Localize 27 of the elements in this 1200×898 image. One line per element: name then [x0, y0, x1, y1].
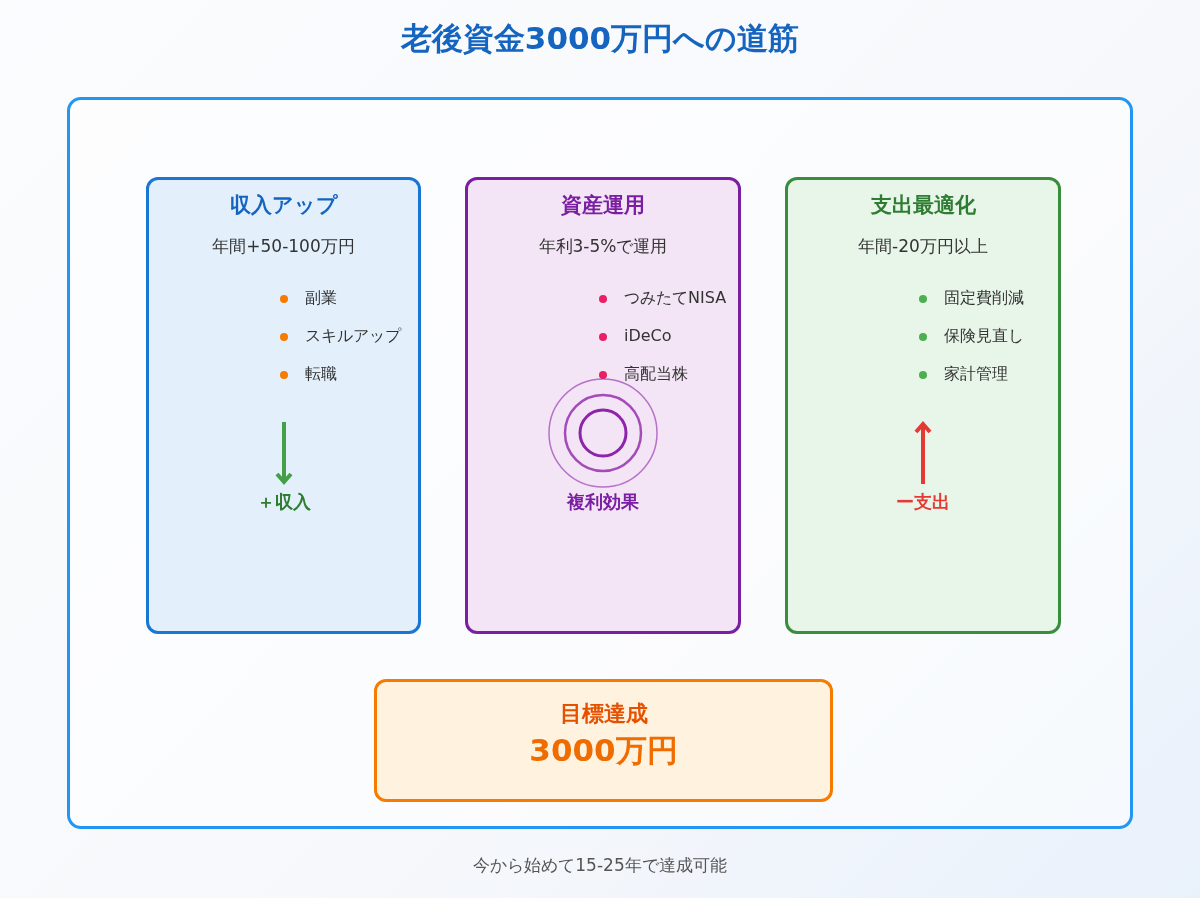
bullet-item: 高配当株 — [624, 364, 688, 385]
strategy-card — [465, 177, 741, 634]
effect-label: ー支出 — [895, 490, 951, 514]
card-heading: 収入アップ — [228, 192, 339, 219]
strategy-card — [146, 177, 421, 634]
effect-label: 複利効果 — [565, 490, 640, 514]
bullet-item: 保険見直し — [944, 326, 1024, 347]
card-subtitle: 年間+50-100万円 — [211, 235, 356, 258]
card-heading: 支出最適化 — [869, 192, 977, 219]
card-subtitle: 年間-20万円以上 — [857, 235, 989, 258]
bullet-item: 家計管理 — [944, 364, 1008, 385]
strategy-card — [785, 177, 1061, 634]
panel-frame — [67, 97, 1133, 829]
bullet-item: 固定費削減 — [944, 288, 1024, 309]
goal-amount: 3000万円 — [528, 731, 679, 770]
goal-box — [374, 679, 833, 802]
effect-label: ＋収入 — [255, 490, 312, 514]
bullet-item: スキルアップ — [304, 326, 401, 347]
card-heading: 資産運用 — [560, 192, 646, 219]
bullet-item: つみたてNISA — [624, 288, 727, 309]
caption: 今から始めて15-25年で達成可能 — [472, 854, 728, 877]
goal-heading: 目標達成 — [558, 700, 649, 728]
bullet-item: 転職 — [304, 364, 337, 385]
title: 老後資金3000万円への道筋 — [399, 19, 801, 58]
bullet-item: 副業 — [304, 288, 337, 309]
bullet-item: iDeCo — [624, 326, 672, 345]
card-subtitle: 年利3-5%で運用 — [537, 235, 669, 258]
